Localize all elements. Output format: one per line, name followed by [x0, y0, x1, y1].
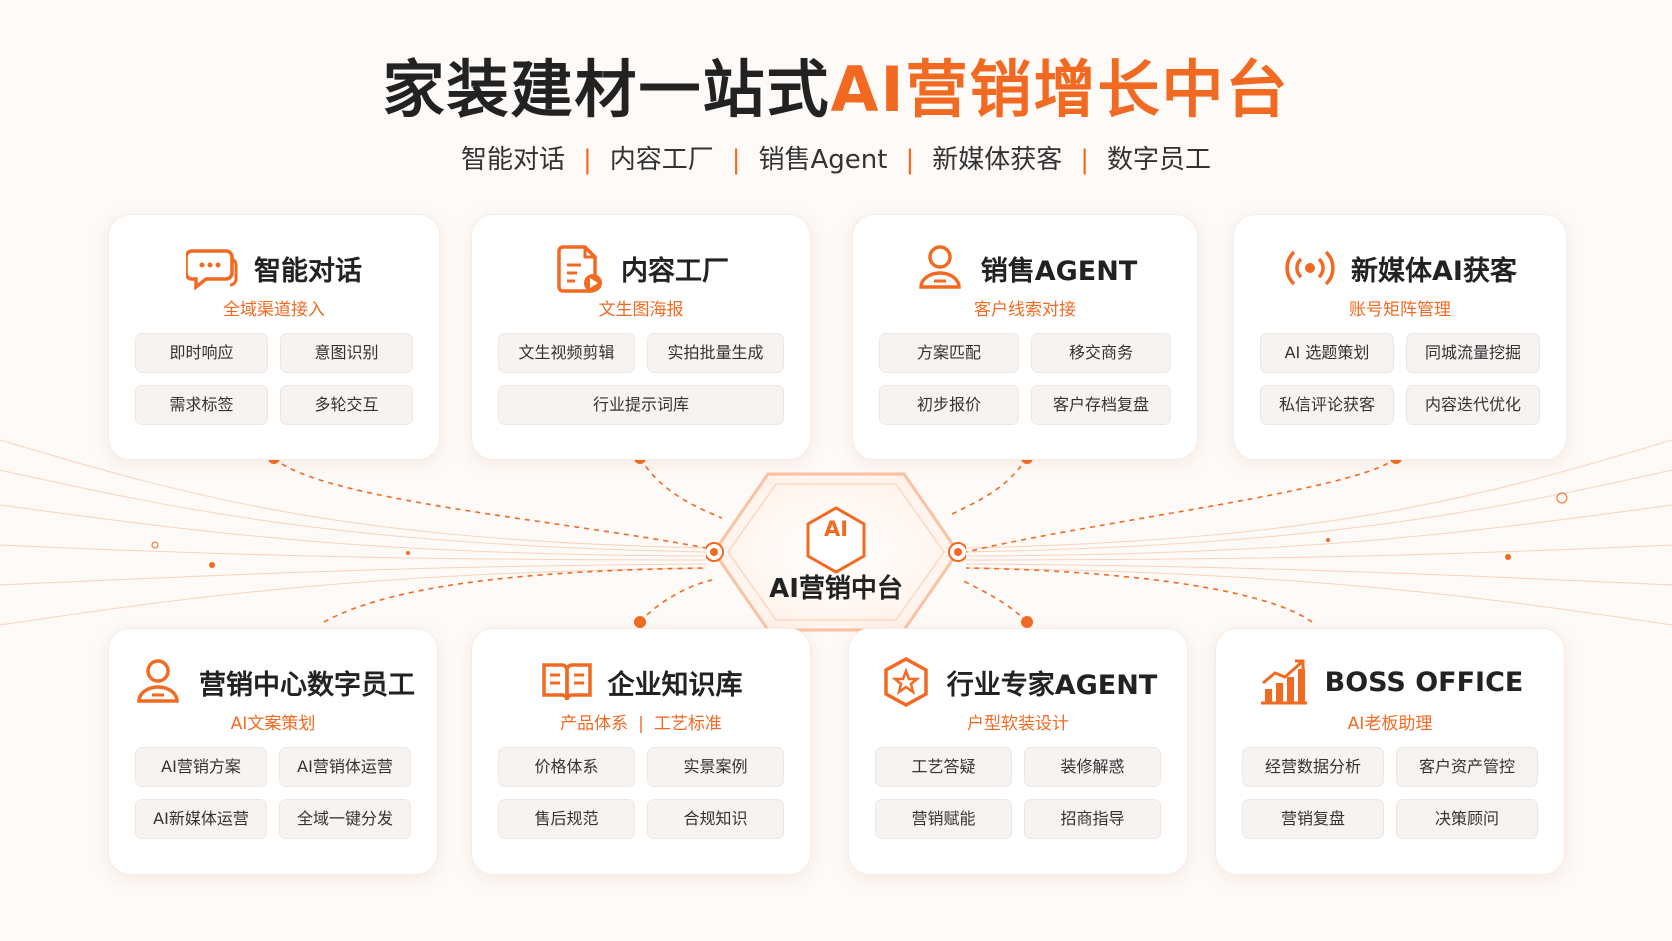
card-subtitle: 户型软装设计 [967, 714, 1069, 734]
chip-grid: AI 选题策划 同城流量挖掘 私信评论获客 内容迭代优化 [1260, 333, 1540, 425]
growth-chart-icon [1260, 659, 1307, 705]
feature-chip[interactable]: 营销复盘 [1242, 799, 1384, 839]
broadcast-icon [1285, 250, 1335, 286]
feature-chip[interactable]: 方案匹配 [879, 333, 1019, 373]
card-title: 智能对话 [254, 255, 362, 287]
feature-chip[interactable]: AI营销方案 [135, 747, 267, 787]
card-title: 内容工厂 [621, 255, 729, 287]
separator: | [638, 714, 644, 734]
feature-chip[interactable]: AI营销体运营 [279, 747, 411, 787]
feature-chip[interactable]: 多轮交互 [280, 385, 413, 425]
open-book-icon [541, 663, 592, 701]
feature-chip[interactable]: 初步报价 [879, 385, 1019, 425]
card-sales-agent[interactable]: 销售AGENT 客户线索对接 方案匹配 移交商务 初步报价 客户存档复盘 [852, 214, 1198, 460]
feature-chip[interactable]: AI新媒体运营 [135, 799, 267, 839]
page-title: 家装建材一站式AI营销增长中台 [382, 53, 1290, 126]
tag: 内容工厂 [609, 145, 714, 175]
feature-chip[interactable]: 私信评论获客 [1260, 385, 1394, 425]
user-icon [918, 245, 961, 289]
feature-chip[interactable]: 决策顾问 [1396, 799, 1538, 839]
feature-chip[interactable]: 招商指导 [1024, 799, 1161, 839]
feature-chip[interactable]: 需求标签 [135, 385, 268, 425]
feature-chip[interactable]: 即时响应 [135, 333, 268, 373]
separator: | [731, 145, 741, 175]
card-title: 行业专家AGENT [946, 669, 1158, 701]
feature-chip[interactable]: 全域一键分发 [279, 799, 411, 839]
hub-ai-badge: AI [823, 517, 849, 541]
star-hexagon-icon [883, 657, 928, 707]
feature-chip[interactable]: 经营数据分析 [1242, 747, 1384, 787]
tag: 智能对话 [460, 145, 565, 175]
chip-grid: 经营数据分析 客户资产管控 营销复盘 决策顾问 [1242, 747, 1538, 839]
card-title: 新媒体AI获客 [1351, 255, 1517, 287]
feature-chip[interactable]: 同城流量挖掘 [1406, 333, 1540, 373]
feature-chip[interactable]: AI 选题策划 [1260, 333, 1394, 373]
card-subtitle: 全域渠道接入 [223, 300, 325, 320]
separator: | [1080, 145, 1090, 175]
feature-chip[interactable]: 价格体系 [498, 747, 635, 787]
card-title: BOSS OFFICE [1324, 666, 1524, 698]
document-video-icon [557, 245, 602, 293]
tag: 数字员工 [1107, 145, 1212, 175]
card-title: 企业知识库 [607, 669, 743, 701]
feature-chip[interactable]: 客户存档复盘 [1031, 385, 1171, 425]
chip-grid: 方案匹配 移交商务 初步报价 客户存档复盘 [879, 333, 1171, 425]
card-title: 营销中心数字员工 [199, 669, 415, 701]
chip-grid: 文生视频剪辑 实拍批量生成 行业提示词库 [498, 333, 784, 425]
subtitle-tags: 智能对话 | 内容工厂 | 销售Agent | 新媒体获客 | 数字员工 [0, 142, 1672, 178]
user-icon [137, 659, 179, 703]
feature-chip[interactable]: 售后规范 [498, 799, 635, 839]
card-subtitle: AI文案策划 [230, 714, 316, 734]
tag: 销售Agent [758, 145, 888, 175]
feature-chip[interactable]: 内容迭代优化 [1406, 385, 1540, 425]
feature-chip[interactable]: 行业提示词库 [498, 385, 784, 425]
card-smart-chat[interactable]: 智能对话 全域渠道接入 即时响应 意图识别 需求标签 多轮交互 [108, 214, 440, 460]
feature-chip[interactable]: 移交商务 [1031, 333, 1171, 373]
feature-chip[interactable]: 意图识别 [280, 333, 413, 373]
card-digital-employee[interactable]: 营销中心数字员工 AI文案策划 AI营销方案 AI营销体运营 AI新媒体运营 全… [108, 628, 438, 875]
hub-hexagon [706, 472, 966, 632]
card-title: 销售AGENT [980, 255, 1138, 287]
chat-bubble-icon [186, 249, 238, 291]
hub-label: AI营销中台 [769, 574, 903, 604]
card-subtitle: AI老板助理 [1347, 714, 1433, 734]
card-subtitle: 客户线索对接 [974, 300, 1076, 320]
feature-chip[interactable]: 实景案例 [647, 747, 784, 787]
feature-chip[interactable]: 客户资产管控 [1396, 747, 1538, 787]
card-industry-expert[interactable]: 行业专家AGENT 户型软装设计 工艺答疑 装修解惑 营销赋能 招商指导 [848, 628, 1188, 875]
feature-chip[interactable]: 实拍批量生成 [647, 333, 784, 373]
card-boss-office[interactable]: BOSS OFFICE AI老板助理 经营数据分析 客户资产管控 营销复盘 决策… [1215, 628, 1565, 875]
feature-chip[interactable]: 合规知识 [647, 799, 784, 839]
tag: 新媒体获客 [932, 145, 1063, 175]
separator: | [582, 145, 592, 175]
feature-chip[interactable]: 工艺答疑 [875, 747, 1012, 787]
separator: | [905, 145, 915, 175]
subtitle-item: 产品体系 [560, 714, 629, 734]
feature-chip[interactable]: 装修解惑 [1024, 747, 1161, 787]
card-content-factory[interactable]: 内容工厂 文生图海报 文生视频剪辑 实拍批量生成 行业提示词库 [471, 214, 811, 460]
chip-grid: AI营销方案 AI营销体运营 AI新媒体运营 全域一键分发 [135, 747, 411, 839]
chip-grid: 工艺答疑 装修解惑 营销赋能 招商指导 [875, 747, 1161, 839]
card-new-media[interactable]: 新媒体AI获客 账号矩阵管理 AI 选题策划 同城流量挖掘 私信评论获客 内容迭… [1233, 214, 1567, 460]
chip-grid: 即时响应 意图识别 需求标签 多轮交互 [135, 333, 413, 425]
card-knowledge-base[interactable]: 企业知识库 产品体系 | 工艺标准 价格体系 实景案例 售后规范 合规知识 [471, 628, 811, 875]
feature-chip[interactable]: 营销赋能 [875, 799, 1012, 839]
card-subtitle: 账号矩阵管理 [1349, 300, 1451, 320]
chip-grid: 价格体系 实景案例 售后规范 合规知识 [498, 747, 784, 839]
feature-chip[interactable]: 文生视频剪辑 [498, 333, 635, 373]
card-subtitle: 产品体系 | 工艺标准 [472, 709, 810, 734]
subtitle-item: 工艺标准 [653, 714, 722, 734]
card-subtitle: 文生图海报 [598, 300, 684, 320]
